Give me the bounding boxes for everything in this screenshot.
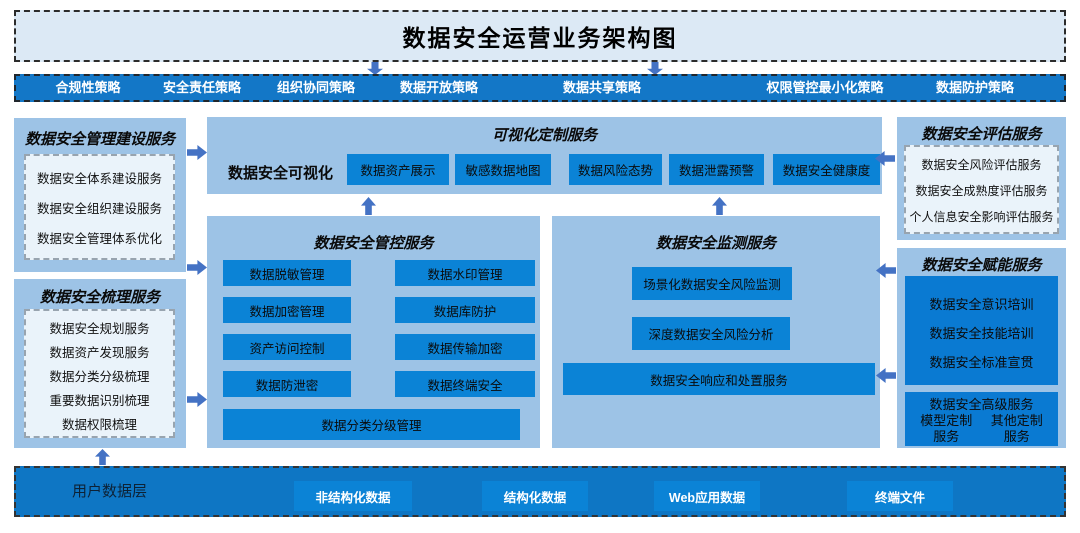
data-type-item: 终端文件: [847, 481, 953, 511]
control-item: 数据脱敏管理: [223, 260, 351, 286]
strategy-policy-bar: 合规性策略 安全责任策略 组织协同策略 数据开放策略 数据共享策略 权限管控最小…: [14, 74, 1066, 102]
arrow-up-icon: [712, 197, 727, 215]
list-item: 模型定制服务: [920, 413, 973, 444]
viz-item: 数据安全健康度: [773, 154, 880, 185]
data-type-item: 结构化数据: [482, 481, 588, 511]
strategy-item: 安全责任策略: [162, 80, 242, 95]
strategy-item: 数据共享策略: [562, 80, 642, 95]
control-item: 数据防泄密: [223, 371, 351, 397]
list-item: 数据安全管理体系优化: [36, 232, 162, 246]
evaluation-service-list: 数据安全风险评估服务 数据安全成熟度评估服务 个人信息安全影响评估服务: [904, 145, 1059, 234]
list-item: 数据安全规划服务: [49, 322, 150, 336]
list-item: 数据分类分级梳理: [49, 370, 150, 384]
strategy-item: 权限管控最小化策略: [766, 80, 884, 95]
list-item: 个人信息安全影响评估服务: [909, 210, 1054, 224]
arrow-up-icon: [361, 197, 376, 215]
panel-evaluation: 数据安全评估服务 数据安全风险评估服务 数据安全成熟度评估服务 个人信息安全影响…: [897, 117, 1066, 240]
list-item: 数据安全意识培训: [929, 297, 1034, 312]
arrow-up-icon: [95, 449, 110, 465]
control-item: 资产访问控制: [223, 334, 351, 360]
control-item: 数据库防护: [395, 297, 535, 323]
monitor-item: 深度数据安全风险分析: [632, 317, 790, 350]
viz-label: 数据安全可视化: [228, 165, 334, 182]
panel-data-sorting: 数据安全梳理服务 数据安全规划服务 数据资产发现服务 数据分类分级梳理 重要数据…: [14, 279, 186, 448]
build-service-list: 数据安全体系建设服务 数据安全组织建设服务 数据安全管理体系优化: [24, 154, 175, 260]
strategy-item: 合规性策略: [55, 80, 121, 95]
control-item-wide: 数据分类分级管理: [223, 409, 520, 440]
advanced-service-block: 数据安全高级服务 模型定制服务 其他定制服务: [905, 392, 1058, 446]
list-item: 数据资产发现服务: [49, 346, 150, 360]
control-item: 数据传输加密: [395, 334, 535, 360]
list-item: 重要数据识别梳理: [49, 394, 150, 408]
panel-enablement: 数据安全赋能服务 数据安全意识培训 数据安全技能培训 数据安全标准宣贯 数据安全…: [897, 248, 1066, 448]
list-item: 其他定制服务: [990, 413, 1043, 444]
advanced-title: 数据安全高级服务: [929, 397, 1034, 412]
strategy-item: 组织协同策略: [276, 80, 356, 95]
list-item: 数据安全体系建设服务: [36, 172, 162, 186]
viz-item: 数据泄露预警: [669, 154, 764, 185]
strategy-item: 数据开放策略: [399, 80, 479, 95]
panel-title: 数据安全管理建设服务: [24, 132, 175, 148]
arrow-right-icon: [187, 145, 207, 160]
panel-data-monitoring: 数据安全监测服务 场景化数据安全风险监测 深度数据安全风险分析 数据安全响应和处…: [552, 216, 880, 448]
user-data-layer-bar: 用户数据层 非结构化数据 结构化数据 Web应用数据 终端文件: [14, 466, 1066, 517]
panel-title: 数据安全评估服务: [921, 127, 1042, 143]
panel-title: 数据安全管控服务: [313, 236, 434, 252]
panel-title: 数据安全赋能服务: [921, 258, 1042, 274]
arrow-right-icon: [187, 392, 207, 407]
page-title: 数据安全运营业务架构图: [402, 26, 678, 51]
panel-visualization: 可视化定制服务 数据安全可视化 数据资产展示 敏感数据地图 数据风险态势 数据泄…: [207, 117, 882, 194]
list-item: 数据安全成熟度评估服务: [915, 184, 1048, 198]
advanced-items: 模型定制服务 其他定制服务: [905, 413, 1058, 445]
diagram-title-box: 数据安全运营业务架构图: [14, 10, 1066, 62]
viz-item: 数据风险态势: [569, 154, 662, 185]
training-block: 数据安全意识培训 数据安全技能培训 数据安全标准宣贯: [905, 276, 1058, 385]
sorting-service-list: 数据安全规划服务 数据资产发现服务 数据分类分级梳理 重要数据识别梳理 数据权限…: [24, 309, 175, 438]
strategy-item: 数据防护策略: [935, 80, 1015, 95]
panel-management-build: 数据安全管理建设服务 数据安全体系建设服务 数据安全组织建设服务 数据安全管理体…: [14, 118, 186, 272]
list-item: 数据安全标准宣贯: [929, 355, 1034, 370]
monitor-item-wide: 数据安全响应和处置服务: [563, 363, 875, 395]
control-item: 数据水印管理: [395, 260, 535, 286]
layer-label: 用户数据层: [72, 483, 148, 500]
list-item: 数据安全组织建设服务: [36, 202, 162, 216]
list-item: 数据安全风险评估服务: [921, 158, 1042, 172]
panel-title: 可视化定制服务: [491, 128, 597, 144]
control-item: 数据终端安全: [395, 371, 535, 397]
control-item: 数据加密管理: [223, 297, 351, 323]
arrow-right-icon: [187, 260, 207, 275]
data-type-item: Web应用数据: [654, 481, 760, 511]
panel-data-control: 数据安全管控服务 数据脱敏管理 数据加密管理 资产访问控制 数据防泄密 数据水印…: [207, 216, 540, 448]
viz-item: 敏感数据地图: [455, 154, 551, 185]
data-type-item: 非结构化数据: [294, 481, 412, 511]
viz-item: 数据资产展示: [347, 154, 449, 185]
panel-title: 数据安全梳理服务: [39, 290, 160, 306]
panel-title: 数据安全监测服务: [655, 236, 776, 252]
monitor-item: 场景化数据安全风险监测: [632, 267, 792, 300]
list-item: 数据权限梳理: [61, 418, 137, 432]
list-item: 数据安全技能培训: [929, 326, 1034, 341]
